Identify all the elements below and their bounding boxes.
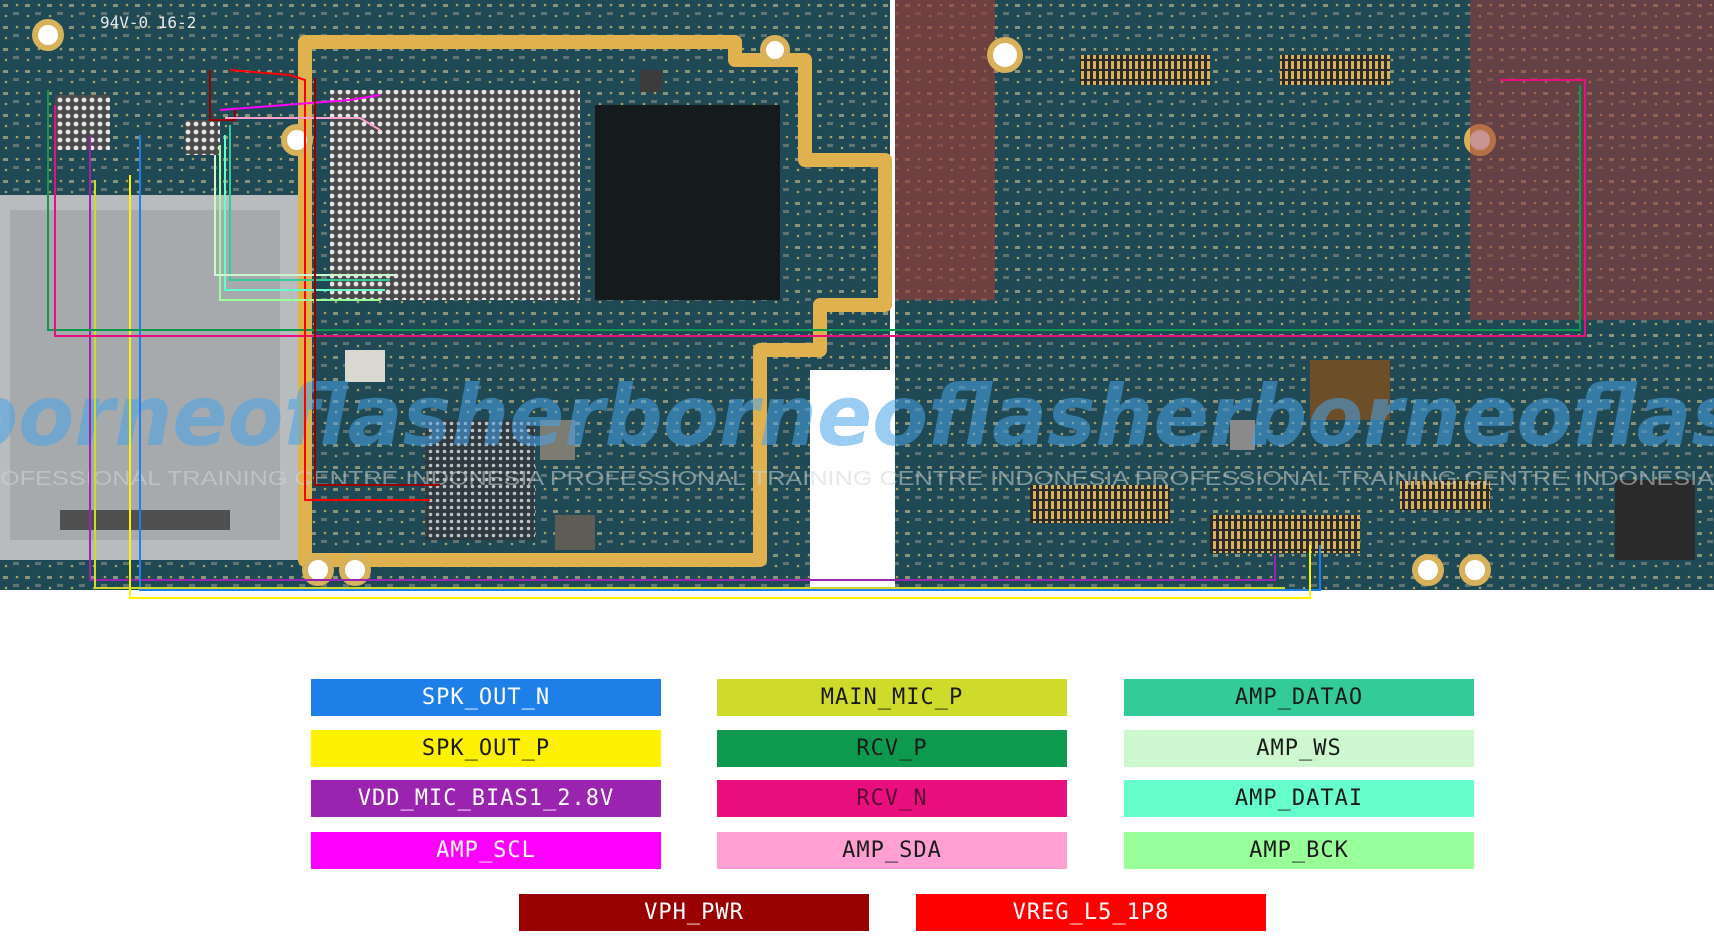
legend-amp-bck: AMP_BCK xyxy=(1124,832,1474,869)
right-board xyxy=(895,0,1714,590)
shield-frame xyxy=(298,35,892,567)
connector-top-1 xyxy=(1080,55,1210,85)
legend-rcv-n: RCV_N xyxy=(717,780,1067,817)
legend-main-mic-p: MAIN_MIC_P xyxy=(717,679,1067,716)
legend-vph-pwr: VPH_PWR xyxy=(519,894,869,931)
legend-rcv-p: RCV_P xyxy=(717,730,1067,767)
watermark: borneoflasherborneoflasherborneoflas OFE… xyxy=(0,367,1714,490)
connector-bottom-2 xyxy=(1210,515,1360,553)
signal-traces xyxy=(47,69,1586,599)
legend-amp-sda: AMP_SDA xyxy=(717,832,1067,869)
silkscreen-label: 94V-0 16-2 xyxy=(100,13,196,32)
svg-text:OFESSIONAL TRAINING CENTRE IND: OFESSIONAL TRAINING CENTRE INDONESIA PRO… xyxy=(0,468,1714,490)
legend-amp-datao: AMP_DATAO xyxy=(1124,679,1474,716)
connector-top-2 xyxy=(1280,55,1390,85)
memory-bga xyxy=(425,420,535,540)
connector-bottom-1 xyxy=(1030,485,1170,523)
pmic-chip xyxy=(595,105,780,300)
left-board xyxy=(0,0,980,590)
legend-spk-out-n: SPK_OUT_N xyxy=(311,679,661,716)
legend-vdd-mic-bias1: VDD_MIC_BIAS1_2.8V xyxy=(311,780,661,817)
legend-vreg-l5-1p8: VREG_L5_1P8 xyxy=(916,894,1266,931)
legend-amp-datai: AMP_DATAI xyxy=(1124,780,1474,817)
legend-amp-scl: AMP_SCL xyxy=(311,832,661,869)
svg-text:borneoflasherborneoflasherborn: borneoflasherborneoflasherborneoflas xyxy=(0,367,1714,465)
legend-spk-out-p: SPK_OUT_P xyxy=(311,730,661,767)
legend-amp-ws: AMP_WS xyxy=(1124,730,1474,767)
pcb-board-diagram: borneoflasherborneoflasherborneoflas OFE… xyxy=(0,0,1714,599)
